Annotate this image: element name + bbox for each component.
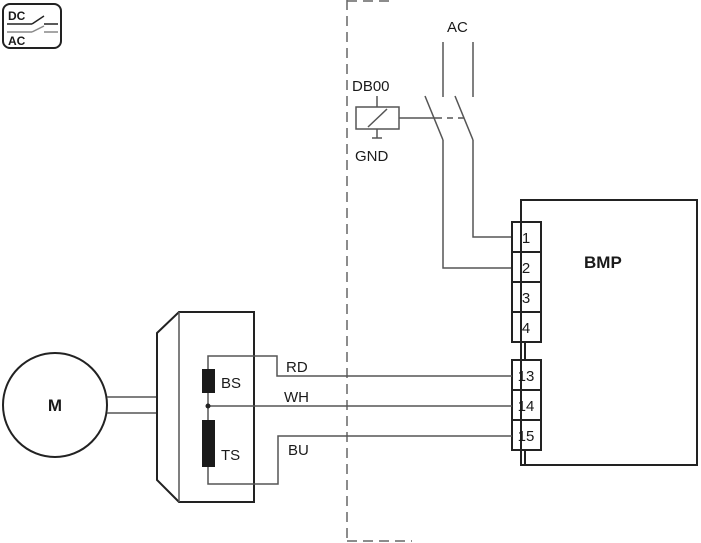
wire-bu-label: BU [288, 442, 309, 459]
terminal-4: 4 [522, 320, 530, 337]
bmp-controller [520, 199, 698, 466]
bs-label: BS [221, 375, 241, 392]
ts-label: TS [221, 447, 240, 464]
badge-ac: AC [8, 34, 26, 48]
relay-coil-icon [355, 96, 400, 139]
wire-wh-label: WH [284, 389, 309, 406]
sensor-wiring [205, 355, 512, 485]
sensor-housing [156, 311, 255, 503]
terminal-2: 2 [522, 260, 530, 277]
bmp-label: BMP [584, 253, 622, 272]
ts-sensor-icon [202, 420, 215, 467]
motor-label: M [48, 396, 62, 415]
terminal-15: 15 [518, 428, 535, 445]
contactor-switch-icon [399, 42, 512, 269]
badge-dc: DC [8, 9, 26, 23]
terminal-1: 1 [522, 230, 530, 247]
terminal-3: 3 [522, 290, 530, 307]
bs-sensor-icon [202, 369, 215, 393]
relay-ground-label: GND [355, 148, 389, 165]
terminal-block [511, 221, 542, 465]
ac-label: AC [447, 19, 468, 36]
motor-icon [2, 352, 157, 458]
terminal-14: 14 [518, 398, 535, 415]
terminal-13: 13 [518, 368, 535, 385]
dc-ac-badge-icon: DC AC [2, 3, 62, 49]
boundary-dashed-line [346, 0, 412, 543]
relay-signal-label: DB00 [352, 78, 390, 95]
wire-rd-label: RD [286, 359, 308, 376]
